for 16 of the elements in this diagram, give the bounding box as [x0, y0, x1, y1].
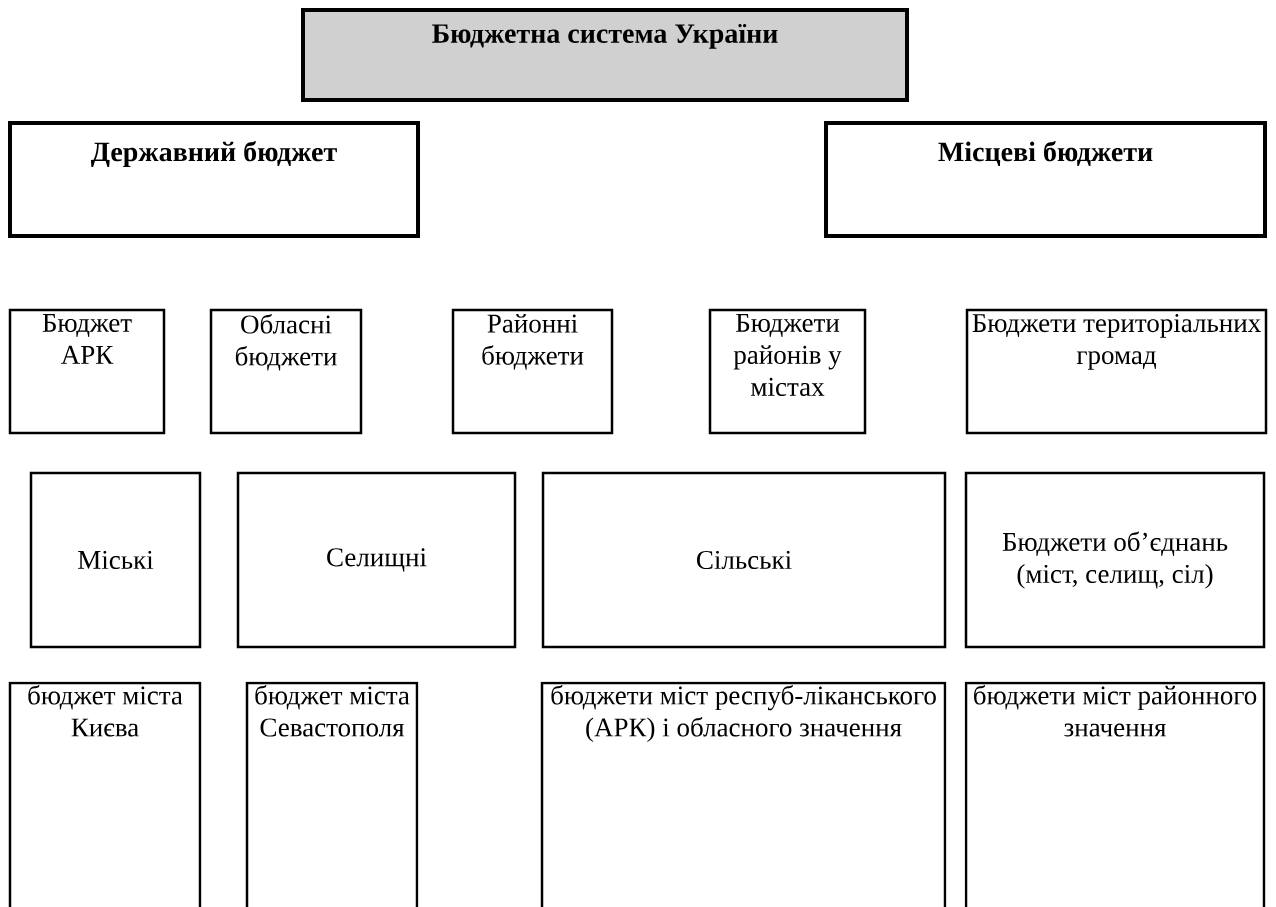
budget-box: Сільські — [541, 471, 947, 649]
budget-box: Міські — [29, 471, 202, 649]
budget-box: Бюджет АРК — [8, 308, 166, 435]
budget-box: Районні бюджети — [451, 308, 614, 435]
budget-box: бюджети міст районного значення — [964, 681, 1266, 907]
budget-box: бюджет міста Севастополя — [245, 681, 419, 907]
budget-box: бюджет міста Києва — [8, 681, 202, 907]
budget-box: Бюджети районів у містах — [708, 308, 867, 435]
budget-box: Обласні бюджети — [209, 308, 363, 435]
budget-box: бюджети міст респуб-ліканського (АРК) і обласного значення — [540, 681, 947, 907]
title-box: Бюджетна система України — [301, 8, 909, 102]
budget-box: Бюджети територіальних громад — [965, 308, 1268, 435]
budget-box: Селищні — [236, 471, 517, 649]
budget-box: Державний бюджет — [8, 121, 420, 238]
budget-box: Місцеві бюджети — [824, 121, 1267, 238]
budget-box: Бюджети об’єднань (міст, селищ, сіл) — [964, 471, 1266, 649]
